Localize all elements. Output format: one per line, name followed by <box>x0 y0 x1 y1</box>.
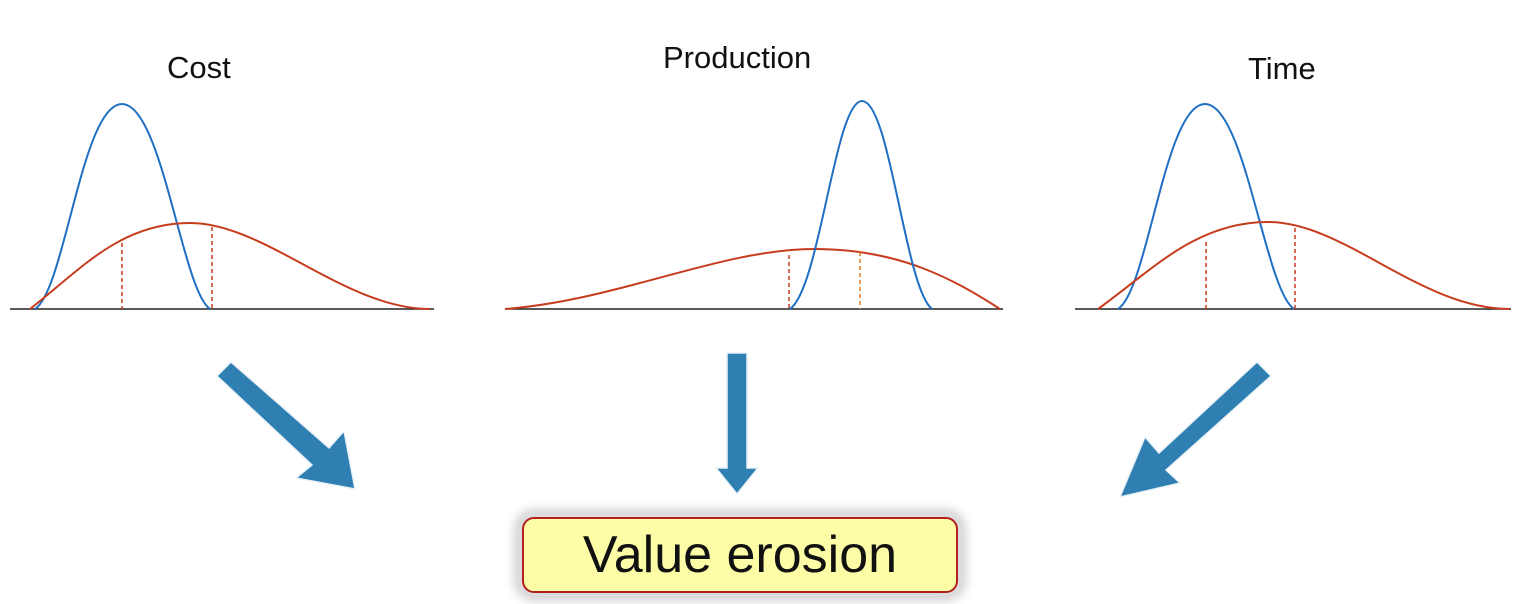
time-wide-curve <box>1097 220 1511 310</box>
panel-title-production: Production <box>663 40 812 75</box>
panel-title-time: Time <box>1248 51 1316 86</box>
production-panel <box>504 99 1003 310</box>
value-erosion-label: Value erosion <box>582 526 898 584</box>
cost-wide-curve <box>29 221 431 310</box>
cost-panel <box>10 102 434 310</box>
cost-narrow-curve <box>34 102 211 310</box>
value-erosion-box: Value erosion <box>522 517 958 593</box>
time-panel <box>1075 102 1511 310</box>
panel-title-cost: Cost <box>167 50 231 85</box>
production-narrow-curve <box>789 99 933 310</box>
production-wide-curve <box>504 247 1001 310</box>
production-arrow-icon <box>714 352 760 496</box>
time-arrow-icon <box>1118 360 1273 499</box>
cost-arrow-icon <box>215 360 356 490</box>
time-narrow-curve <box>1117 102 1295 310</box>
